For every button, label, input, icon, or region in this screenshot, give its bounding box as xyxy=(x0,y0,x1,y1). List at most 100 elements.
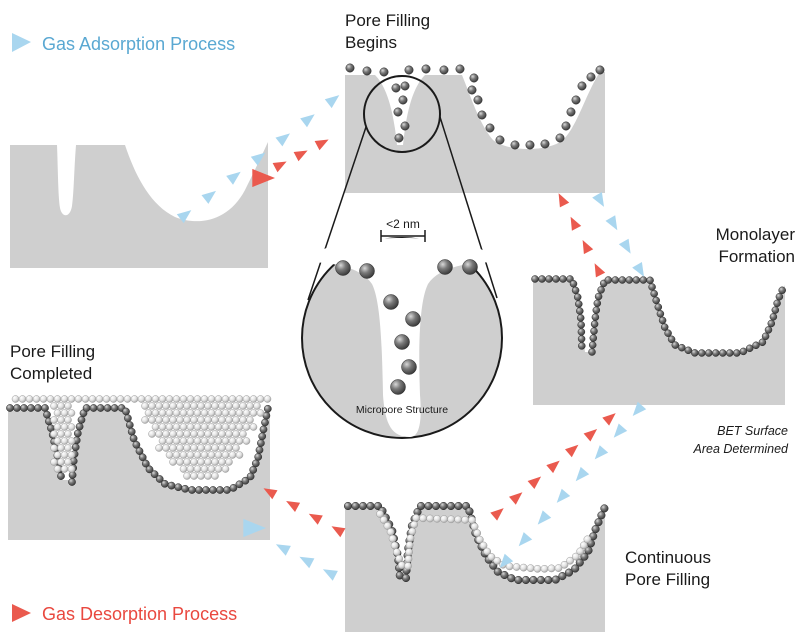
gas-molecule xyxy=(404,562,412,570)
gas-molecule xyxy=(57,416,65,424)
micropore-molecule xyxy=(335,260,351,276)
gas-molecule xyxy=(186,465,195,473)
gas-molecule xyxy=(167,481,176,490)
gas-molecule xyxy=(151,409,160,417)
adsorption-arrow xyxy=(324,95,340,109)
adsorption-arrow xyxy=(592,192,604,207)
gas-molecule xyxy=(67,465,76,473)
gas-molecule xyxy=(235,409,244,417)
gas-molecule xyxy=(401,573,411,583)
gas-molecule xyxy=(379,67,389,77)
gas-molecule xyxy=(473,529,482,537)
gas-molecule xyxy=(64,416,72,424)
gas-molecule xyxy=(229,484,238,492)
surface-panel-monolayer xyxy=(533,278,785,405)
gas-molecule xyxy=(138,453,147,462)
gas-molecule xyxy=(390,541,399,550)
gas-molecule xyxy=(398,95,408,105)
gas-molecule xyxy=(195,486,203,494)
gas-molecule xyxy=(590,327,598,335)
gas-molecule xyxy=(214,437,223,445)
gas-molecule xyxy=(479,541,488,550)
gas-molecule xyxy=(536,575,545,585)
gas-molecule xyxy=(577,81,587,91)
gas-molecule xyxy=(190,458,198,466)
desorption-arrow xyxy=(308,513,323,525)
adsorption-arrow xyxy=(201,190,216,204)
gas-molecule xyxy=(218,444,226,452)
gas-molecule xyxy=(181,484,189,493)
gas-molecule xyxy=(162,402,170,410)
gas-molecule xyxy=(169,458,177,466)
gas-molecule xyxy=(483,547,492,556)
gas-molecule xyxy=(214,395,223,403)
gas-molecule xyxy=(211,416,219,424)
gas-molecule xyxy=(597,511,606,520)
gas-molecule xyxy=(446,501,456,511)
gas-molecule xyxy=(733,349,741,357)
adsorption-arrow xyxy=(575,466,590,482)
molecule-layer xyxy=(6,63,786,585)
gas-molecule xyxy=(560,560,569,569)
gas-molecule xyxy=(155,402,163,410)
gas-molecule xyxy=(60,423,69,431)
gas-molecule xyxy=(103,404,112,412)
label-continuous: Continuous Pore Filling xyxy=(625,548,711,589)
gas-molecule xyxy=(145,465,154,474)
gas-molecule xyxy=(39,395,48,403)
gas-molecule xyxy=(242,437,251,445)
micropore-molecule xyxy=(383,294,399,310)
gas-molecule xyxy=(467,85,477,95)
surface-panel-bare xyxy=(10,142,268,268)
gas-molecule xyxy=(197,472,205,480)
gas-molecule xyxy=(148,402,156,410)
gas-molecule xyxy=(406,534,415,542)
gas-molecule xyxy=(218,416,226,424)
gas-molecule xyxy=(588,348,596,356)
gas-molecule xyxy=(590,320,599,328)
gas-molecule xyxy=(249,395,258,403)
gas-molecule xyxy=(11,395,20,403)
adsorption-arrow xyxy=(518,532,533,547)
gas-molecule xyxy=(253,402,261,410)
gas-molecule xyxy=(200,395,209,403)
gas-molecule xyxy=(221,395,230,403)
gas-molecule xyxy=(468,516,476,524)
gas-molecule xyxy=(27,404,35,412)
gas-molecule xyxy=(183,402,191,410)
gas-molecule xyxy=(551,575,560,584)
desorption-arrow xyxy=(527,476,542,489)
label-bet-line2: Area Determined xyxy=(693,442,790,456)
adsorption-arrow xyxy=(250,152,266,166)
gas-molecule xyxy=(397,561,406,570)
gas-molecule xyxy=(193,465,202,473)
gas-molecule xyxy=(127,427,136,436)
adsorption-arrow xyxy=(176,210,192,224)
label-bet-line1: BET Surface xyxy=(717,424,788,438)
gas-molecule xyxy=(176,430,184,438)
gas-molecule xyxy=(225,458,233,466)
gas-molecule xyxy=(60,409,69,417)
gas-molecule xyxy=(174,483,183,492)
gas-molecule xyxy=(408,527,417,536)
gas-molecule xyxy=(526,564,535,573)
gas-molecule xyxy=(475,535,484,544)
gas-molecule xyxy=(726,349,734,357)
gas-molecule xyxy=(412,514,420,522)
gas-molecule xyxy=(34,404,42,412)
gas-molecule xyxy=(155,444,163,452)
gas-molecule xyxy=(447,515,455,524)
gas-molecule xyxy=(110,404,119,412)
gas-molecule xyxy=(358,501,368,511)
gas-molecule xyxy=(204,472,212,480)
gas-molecule xyxy=(263,395,272,403)
gas-molecule xyxy=(555,133,565,143)
gas-molecule xyxy=(493,567,502,576)
gas-molecule xyxy=(667,335,676,344)
gas-molecule xyxy=(246,402,254,410)
inset-caption: Micropore Structure xyxy=(356,404,448,416)
gas-molecule xyxy=(604,276,613,284)
gas-molecule xyxy=(646,276,654,285)
gas-molecule xyxy=(376,510,384,518)
